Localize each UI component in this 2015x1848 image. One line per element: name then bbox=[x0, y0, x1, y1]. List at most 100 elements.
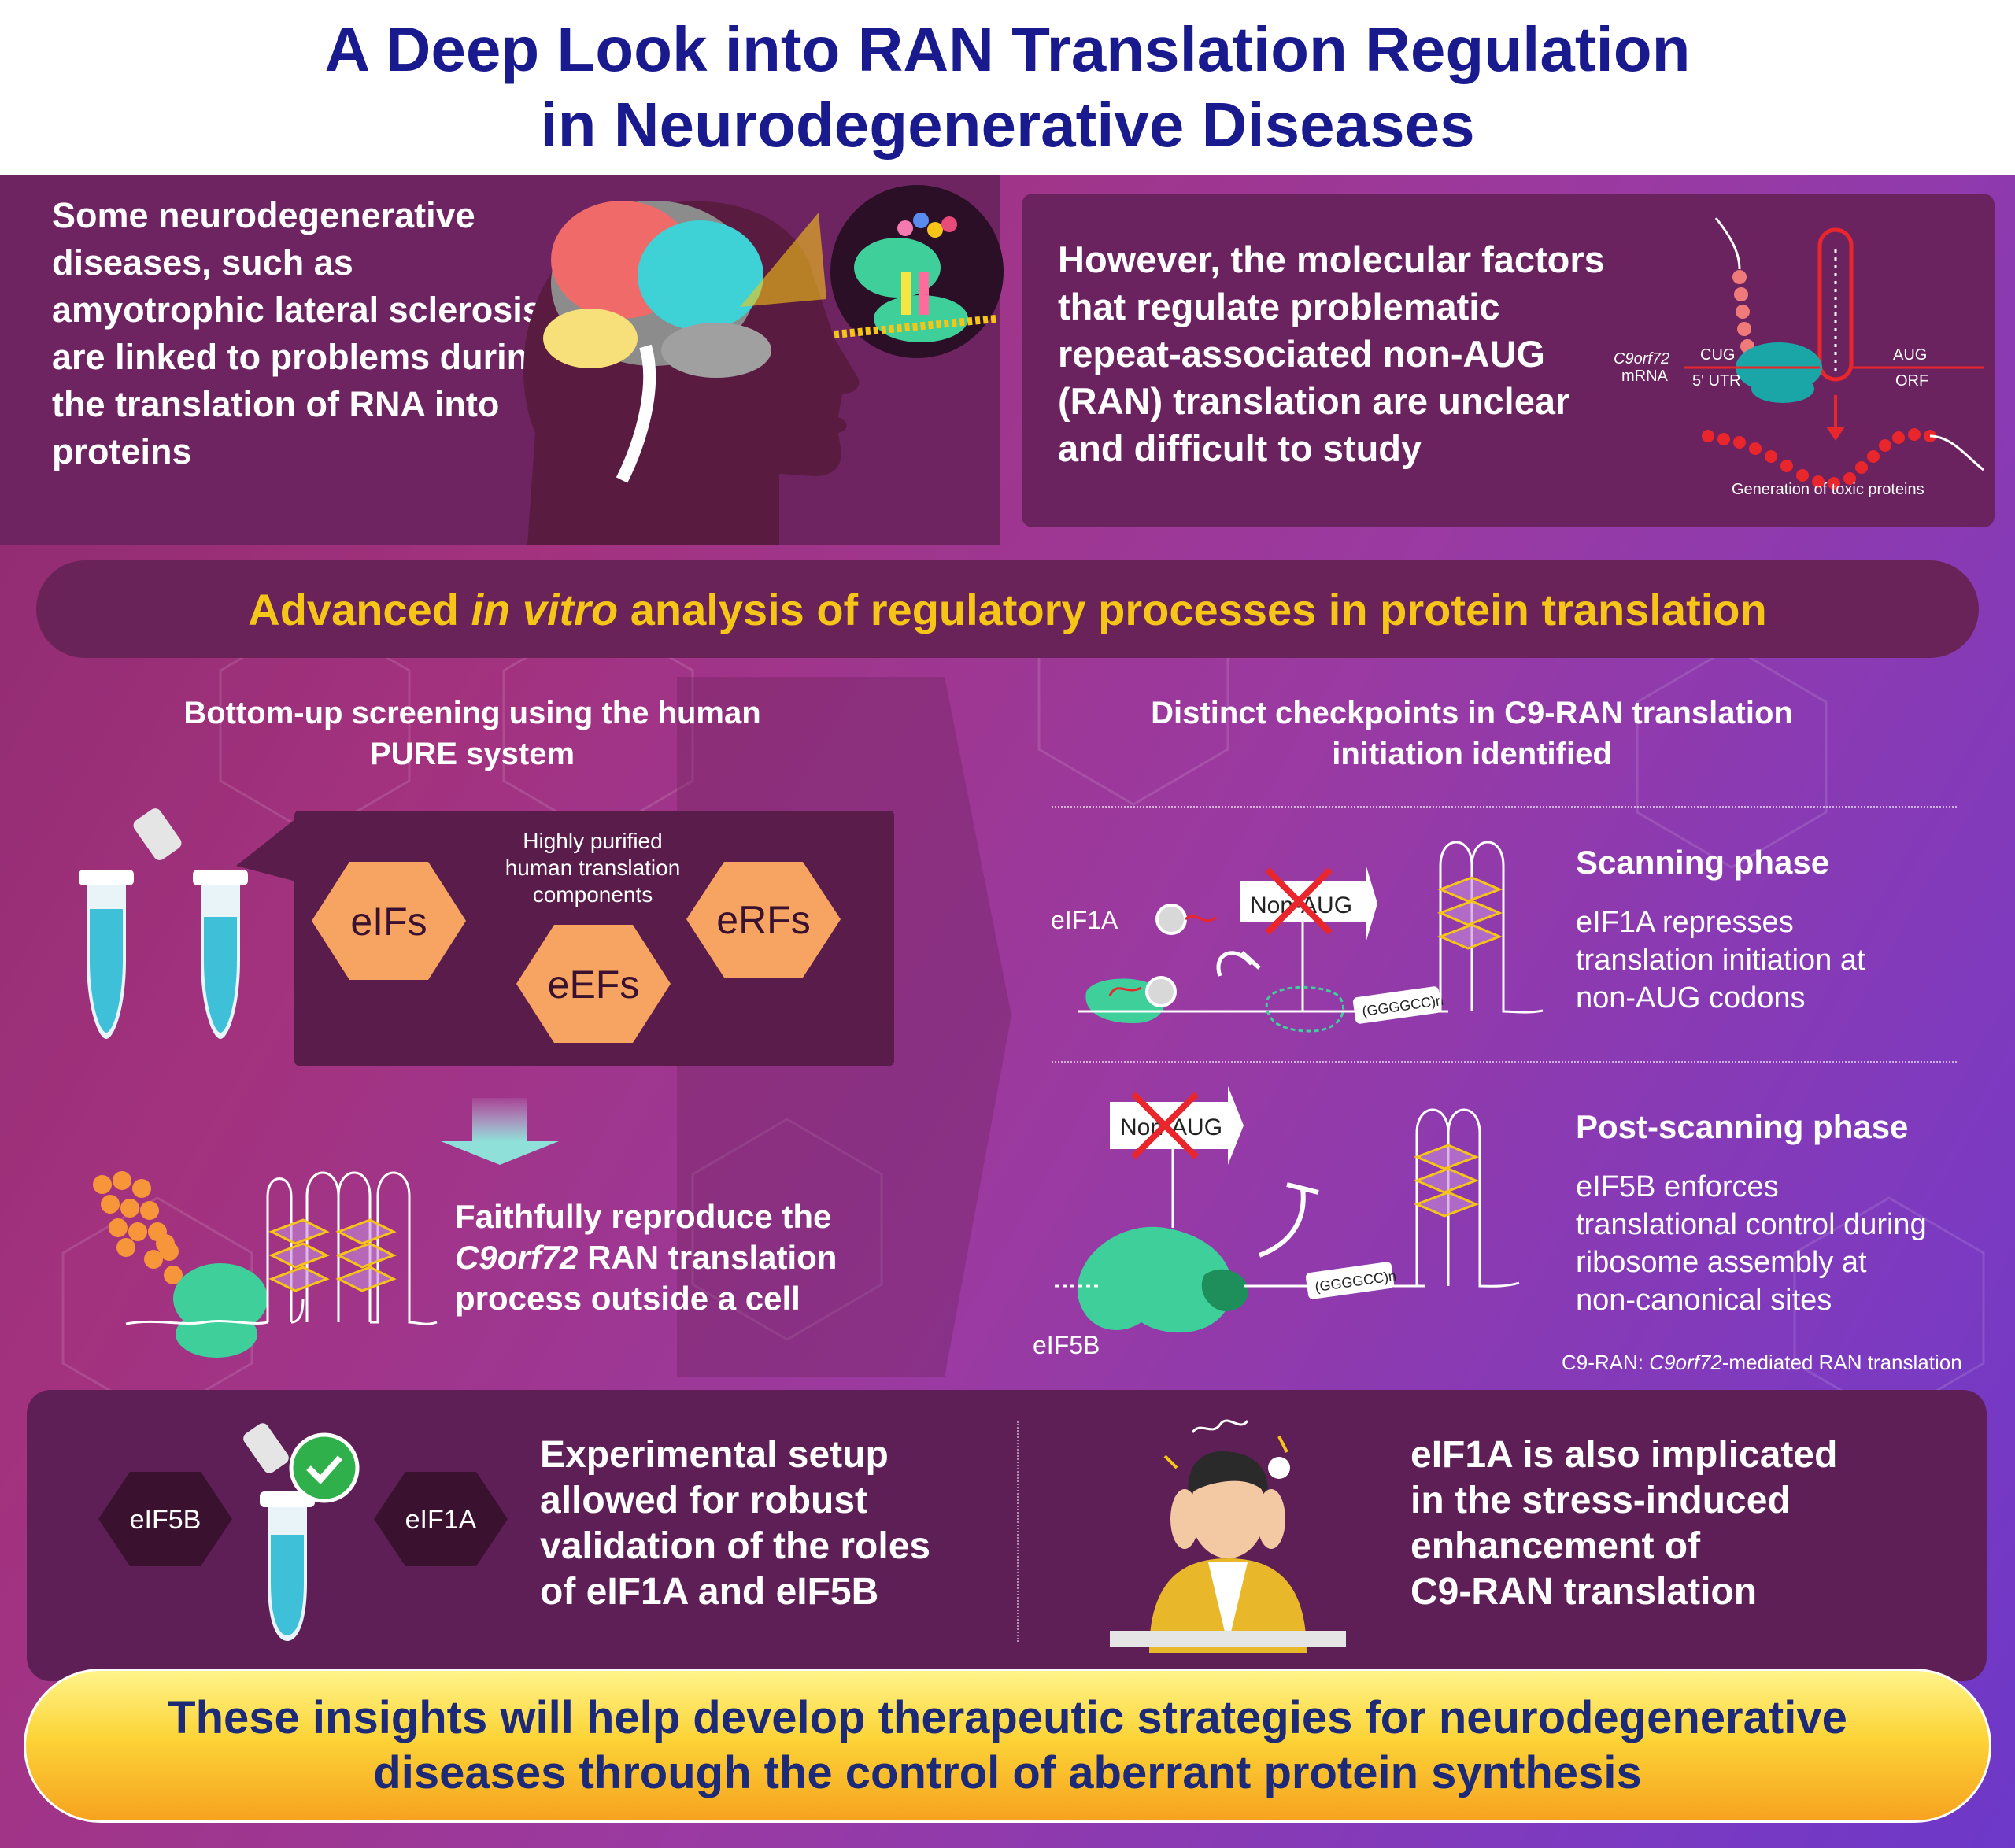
repeat-box bbox=[1352, 986, 1442, 1024]
orf-label: ORF bbox=[1895, 372, 1928, 390]
brain-parietal-lobe bbox=[638, 220, 763, 331]
right-section-heading: Distinct checkpoints in C9-RAN translati… bbox=[1078, 693, 1865, 774]
ribosome-large bbox=[176, 1310, 257, 1358]
hex-eif5b: eIF5B bbox=[98, 1472, 232, 1566]
zoom-mrna bbox=[834, 315, 996, 338]
hex-eifs: eIFs bbox=[312, 862, 466, 980]
zoom-ribosome-small bbox=[854, 238, 941, 298]
post-repeat-hairpins bbox=[1415, 1108, 1520, 1288]
findings-divider bbox=[1017, 1421, 1019, 1642]
scanning-body-line-3: non-AUG codons bbox=[1576, 981, 1806, 1015]
divider-middle bbox=[1052, 1061, 1957, 1063]
mrna-toxic-protein-diagram: C9orf72 mRNA CUG 5' UTR AUG ORF Generati… bbox=[1614, 217, 1984, 498]
conclusion-line-1: These insights will help develop therape… bbox=[168, 1692, 1847, 1743]
brain-cerebellum bbox=[661, 323, 771, 378]
result-line-2: C9orf72 RAN translation bbox=[455, 1237, 896, 1278]
left-heading-line-2: PURE system bbox=[369, 737, 575, 771]
components-caption-line-1: Highly purified bbox=[523, 829, 663, 853]
stress-line bbox=[1163, 1454, 1178, 1469]
eif1a-tail bbox=[1184, 915, 1218, 922]
validation-line-1: Experimental setup bbox=[540, 1434, 889, 1476]
components-caption-line-2: human translation bbox=[505, 856, 681, 880]
zoom-peptide-bead bbox=[941, 216, 957, 232]
validation-line-2: allowed for robust bbox=[540, 1480, 868, 1521]
post-inhibition-bar bbox=[1286, 1182, 1319, 1195]
aug-label: AUG bbox=[1893, 346, 1927, 364]
person-face bbox=[1190, 1464, 1266, 1558]
hex-erfs: eRFs bbox=[686, 862, 841, 978]
intro-right-text: However, the molecular factors that regu… bbox=[1058, 238, 1605, 469]
thought-bubble bbox=[1268, 1457, 1290, 1479]
result-line-3: process outside a cell bbox=[455, 1280, 800, 1317]
validation-tube-lid bbox=[243, 1423, 289, 1473]
brain-temporal-lobe bbox=[543, 309, 638, 368]
person-left-hand bbox=[1170, 1489, 1199, 1549]
title-area: A Deep Look into RAN Translation Regulat… bbox=[0, 0, 2015, 175]
stress-line-2: in the stress-induced bbox=[1410, 1480, 1791, 1521]
ribosome-large-subunit bbox=[1751, 375, 1814, 403]
bound-eif1a-icon bbox=[1145, 976, 1177, 1007]
eif5b-label: eIF5B bbox=[1033, 1331, 1100, 1359]
reproduce-result-text: Faithfully reproduce the C9orf72 RAN tra… bbox=[455, 1196, 896, 1319]
scanning-body: eIF1A represses translation initiation a… bbox=[1576, 904, 1985, 1017]
repeat-hairpin-1 bbox=[266, 1177, 305, 1324]
down-arrow-head bbox=[1826, 427, 1845, 441]
banner-prefix: Advanced bbox=[248, 584, 471, 634]
eif5b-factor bbox=[1201, 1269, 1248, 1311]
stress-line bbox=[1277, 1436, 1288, 1453]
ribosome-repeat-rna-illustration bbox=[93, 1171, 438, 1358]
post-inhibition-arc bbox=[1258, 1188, 1306, 1258]
right-heading-line-2: initiation identified bbox=[1332, 737, 1612, 771]
banner-suffix: analysis of regulatory processes in prot… bbox=[618, 584, 1767, 634]
hex-eefs: eEFs bbox=[516, 925, 671, 1043]
banner-italic: in vitro bbox=[471, 584, 619, 634]
stress-line-3: enhancement of bbox=[1410, 1525, 1701, 1567]
validation-line-3: validation of the roles bbox=[540, 1525, 931, 1567]
scanning-phase-diagram: eIF1A Non-AUG (GGGGCC)n bbox=[1051, 841, 1544, 1033]
components-caption: Highly purified human translation compon… bbox=[486, 828, 699, 908]
person-shirt bbox=[1208, 1562, 1248, 1645]
inhibition-bar bbox=[1240, 951, 1261, 970]
result-line-2-rest: RAN translation bbox=[578, 1239, 837, 1276]
post-body-line-3: ribosome assembly at bbox=[1576, 1246, 1867, 1279]
post-g-quadruplex bbox=[1413, 1144, 1480, 1218]
toxic-protein-caption: Generation of toxic proteins bbox=[1732, 481, 1924, 498]
person-hair bbox=[1188, 1451, 1268, 1495]
cug-label: CUG bbox=[1700, 346, 1735, 364]
translation-component-hexagons: eIFs eEFs eRFs bbox=[312, 862, 841, 1043]
post-repeat-box bbox=[1305, 1262, 1395, 1299]
scanning-non-aug-sign bbox=[1240, 864, 1377, 943]
brain-stem bbox=[616, 344, 656, 483]
test-tubes-illustration bbox=[79, 808, 248, 1039]
mrna-strand bbox=[125, 1320, 268, 1325]
post-scanning-phase-text: Post-scanning phase eIF5B enforces trans… bbox=[1576, 1108, 2001, 1319]
g-quadruplex-stack bbox=[268, 1218, 397, 1292]
scanning-repeat-hairpins bbox=[1439, 841, 1544, 1014]
ghost-ribosome bbox=[1265, 985, 1345, 1033]
hex-erfs-label: eRFs bbox=[716, 898, 810, 942]
callout-triangle bbox=[236, 819, 296, 881]
toxic-protein-chain bbox=[1702, 428, 1936, 490]
eif1a-label: eIF1A bbox=[1051, 906, 1118, 934]
zoom-peptide-bead bbox=[897, 220, 913, 236]
stress-line-4: C9-RAN translation bbox=[1410, 1571, 1758, 1613]
check-mark-icon bbox=[306, 1455, 342, 1484]
left-heading-line-1: Bottom-up screening using the human bbox=[183, 696, 761, 730]
hairpin-loop bbox=[1817, 227, 1854, 382]
peptide-tail bbox=[1714, 217, 1741, 270]
stress-text: eIF1A is also implicated in the stress-i… bbox=[1410, 1432, 1961, 1615]
arrow-head bbox=[441, 1141, 559, 1165]
zoom-trna-2 bbox=[919, 272, 929, 315]
hex-eefs-label: eEFs bbox=[548, 963, 640, 1007]
validation-tube-liquid bbox=[271, 1535, 304, 1635]
intro-right-panel bbox=[1022, 194, 1995, 527]
validation-tube-cap bbox=[260, 1491, 315, 1507]
check-circle-icon bbox=[289, 1432, 360, 1503]
hex-eif1a-label: eIF1A bbox=[405, 1505, 477, 1535]
conclusion-banner: These insights will help develop therape… bbox=[24, 1669, 1991, 1823]
banner-text: Advanced in vitro analysis of regulatory… bbox=[248, 584, 1766, 635]
stress-scribble bbox=[1191, 1419, 1249, 1433]
scanning-heading: Scanning phase bbox=[1576, 844, 1830, 881]
method-banner: Advanced in vitro analysis of regulatory… bbox=[36, 560, 1979, 658]
post-scanning-phase-diagram: Non-AUG (GGGGCC)n eIF5B bbox=[1033, 1086, 1520, 1359]
